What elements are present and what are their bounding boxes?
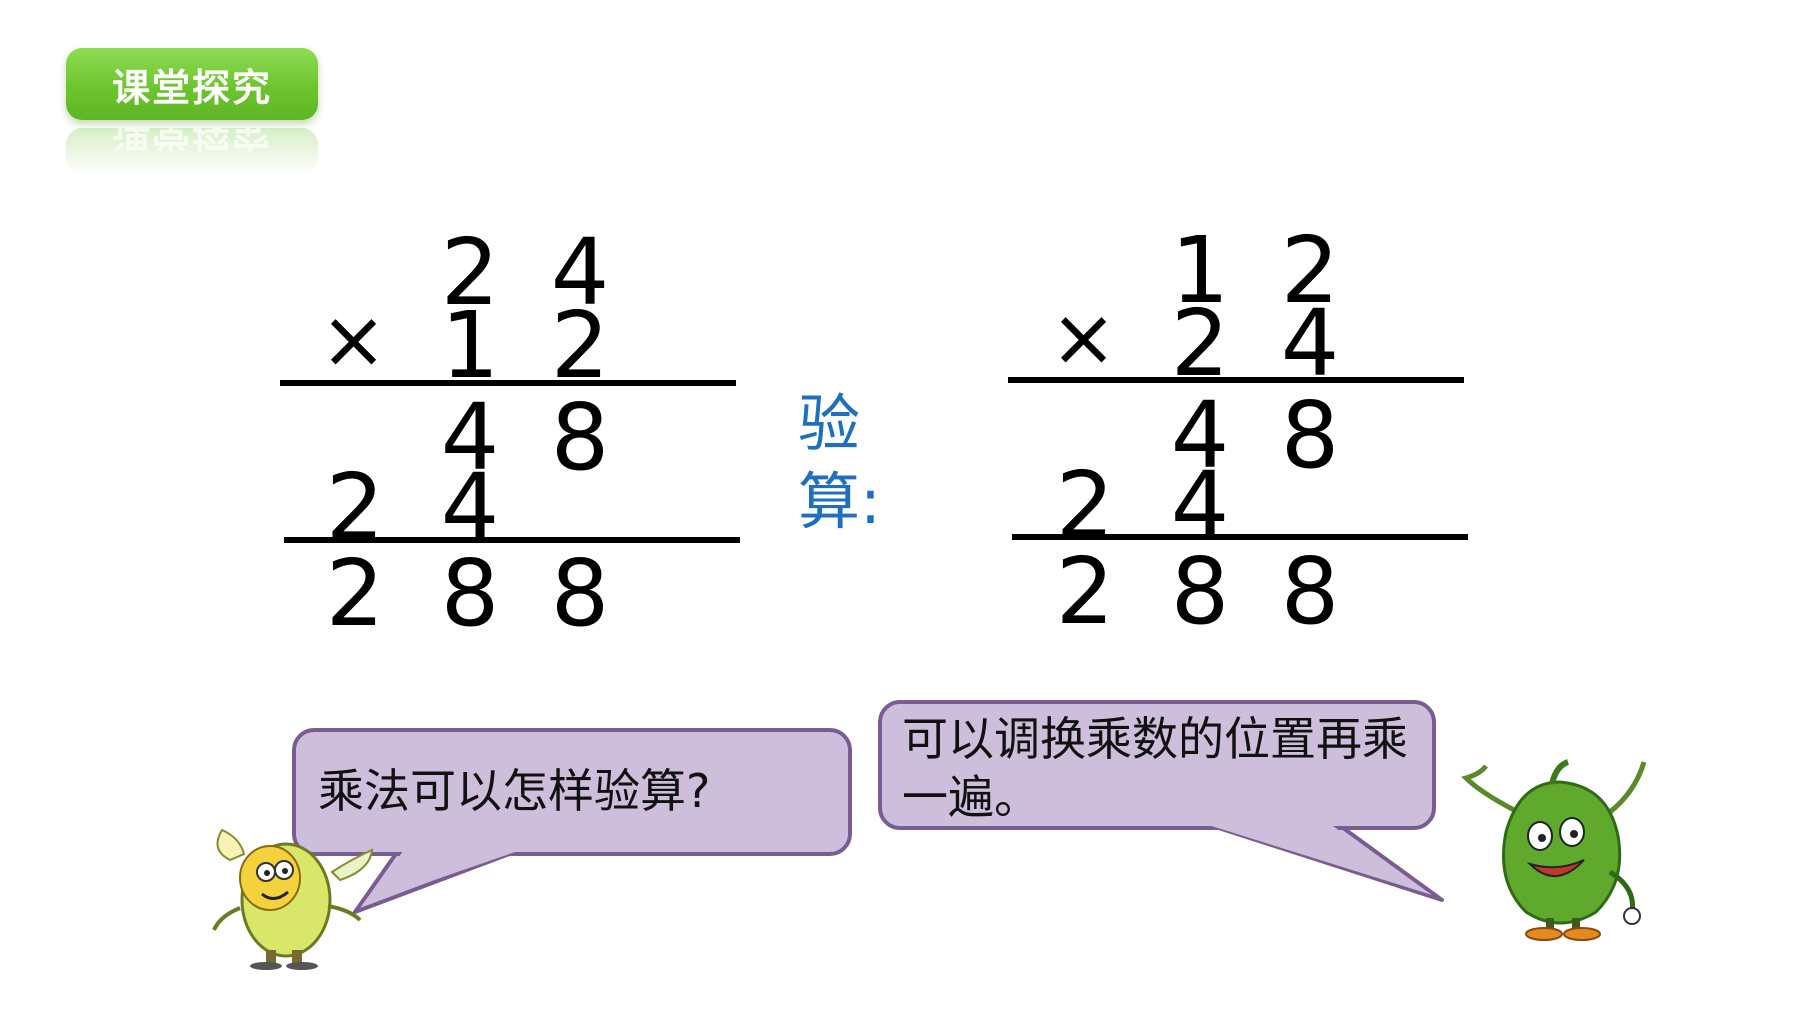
answer-text: 可以调换乘数的位置再乘一遍。 <box>902 712 1408 824</box>
partial-product-digit: 8 <box>1280 382 1340 489</box>
verify-label-line2: 算: <box>798 465 881 538</box>
first-line <box>1008 377 1464 383</box>
verify-label: 验 算: <box>798 385 908 541</box>
times-sign: × <box>1050 291 1118 384</box>
answer-bubble: 可以调换乘数的位置再乘一遍。 <box>878 700 1436 830</box>
result-digit: 8 <box>1280 538 1340 645</box>
multiplicand-digit: 1 <box>1170 217 1230 324</box>
section-tag: 课堂探究 <box>66 48 318 120</box>
result-digit: 8 <box>440 540 500 647</box>
multiplicand-digit: 2 <box>1280 217 1340 324</box>
partial-product-digit: 8 <box>550 384 610 491</box>
multiplier-digit: 4 <box>1280 290 1340 397</box>
first-line <box>280 380 736 386</box>
multiplier-digit: 2 <box>550 292 610 399</box>
question-text: 乘法可以怎样验算? <box>318 764 711 818</box>
corn-character-illustration <box>212 828 374 970</box>
result-digit: 8 <box>550 540 610 647</box>
result-digit: 8 <box>1170 538 1230 645</box>
times-sign: × <box>320 293 388 386</box>
multiplicand-digit: 2 <box>440 219 500 326</box>
multiplier-digit: 2 <box>1170 290 1230 397</box>
second-line <box>284 537 740 543</box>
partial-product-digit: 4 <box>440 384 500 491</box>
question-bubble: 乘法可以怎样验算? <box>292 728 852 856</box>
verify-label-line1: 验 <box>798 387 861 460</box>
pepper-character-illustration <box>1461 759 1647 941</box>
multiplicand-digit: 4 <box>550 219 610 326</box>
second-line <box>1012 534 1468 540</box>
multiplier-digit: 1 <box>440 292 500 399</box>
result-digit: 2 <box>1055 538 1115 645</box>
partial-product-digit: 4 <box>1170 382 1230 489</box>
section-tag-reflection: 课堂探究 <box>66 128 318 174</box>
result-digit: 2 <box>325 540 385 647</box>
